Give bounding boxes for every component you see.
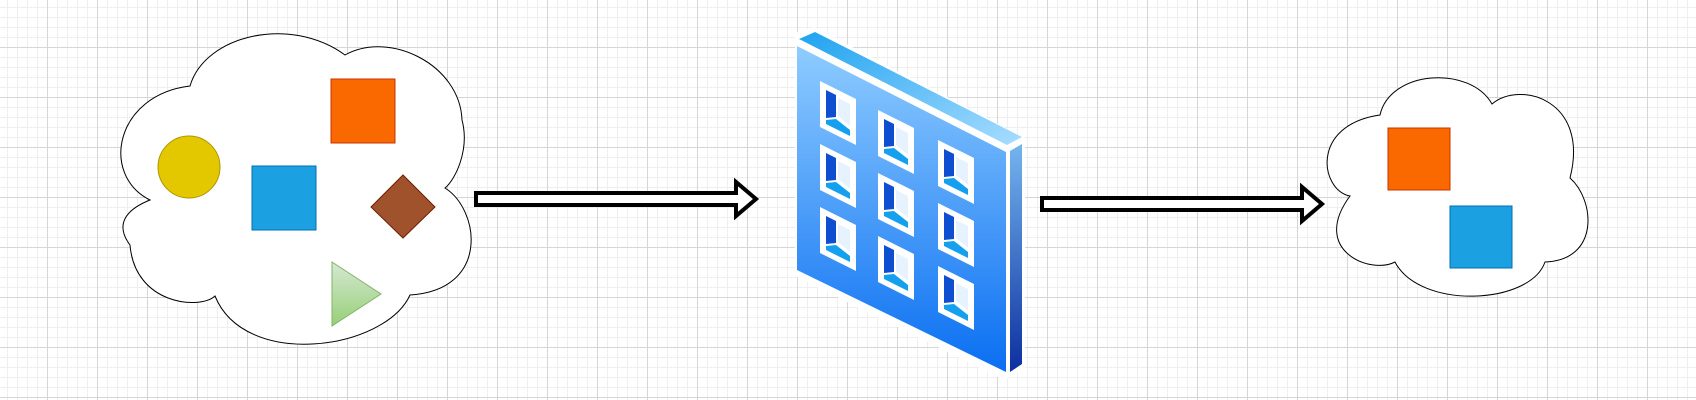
blue-square[interactable] <box>1449 205 1513 269</box>
firewall-window <box>938 140 974 204</box>
firewall-window <box>878 110 914 174</box>
firewall-window <box>820 207 856 271</box>
arrow-to-firewall[interactable] <box>474 177 760 221</box>
firewall-windows <box>820 81 974 330</box>
firewall-side <box>1010 144 1022 372</box>
blue-square[interactable] <box>251 165 317 231</box>
brown-diamond[interactable] <box>370 174 436 239</box>
firewall-window <box>820 144 856 208</box>
orange-square[interactable] <box>1387 127 1451 191</box>
firewall-window <box>820 81 856 145</box>
firewall-top <box>799 32 1022 145</box>
green-triangle[interactable] <box>331 261 382 327</box>
firewall-window <box>878 173 914 237</box>
firewall-window <box>938 203 974 267</box>
firewall-window <box>938 266 974 330</box>
source-cloud[interactable] <box>120 33 472 345</box>
arrow-to-cloud[interactable] <box>1040 182 1326 226</box>
yellow-circle[interactable] <box>157 135 221 199</box>
firewall[interactable] <box>795 27 1025 380</box>
destination-cloud[interactable] <box>1326 77 1589 297</box>
firewall-window <box>878 236 914 300</box>
orange-square[interactable] <box>330 78 396 144</box>
